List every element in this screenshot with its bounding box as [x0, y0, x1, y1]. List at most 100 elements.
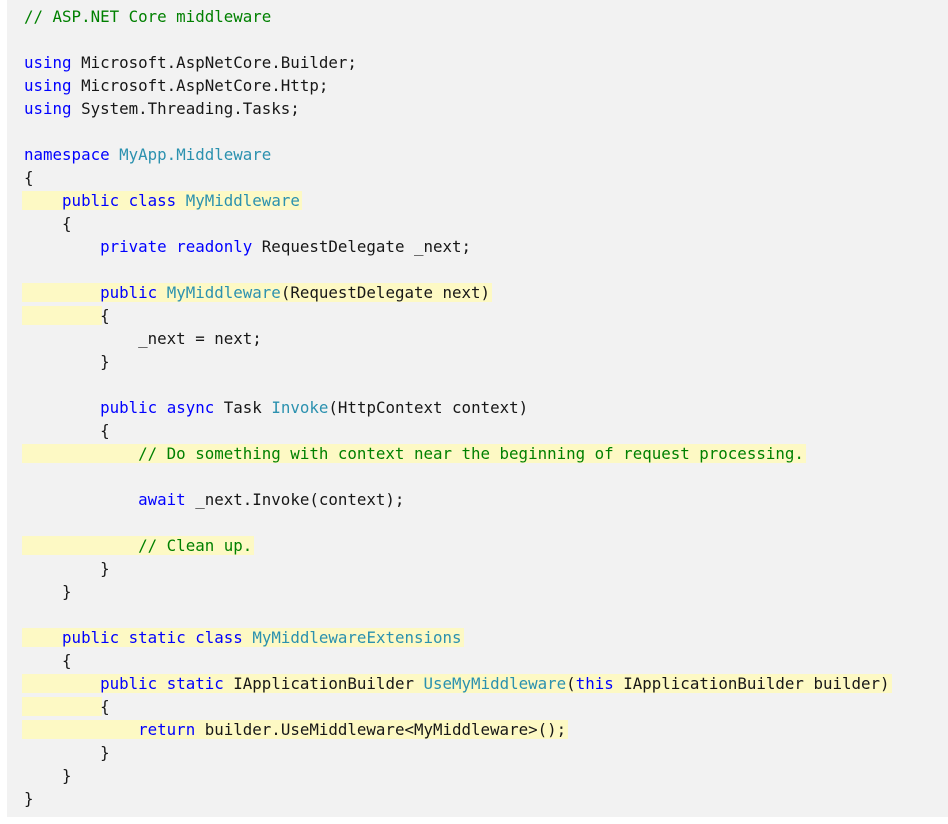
keyword-token: using: [24, 76, 72, 95]
code-token: RequestDelegate _next;: [252, 237, 472, 256]
code-token: {: [24, 214, 72, 233]
code-token: System.Threading.Tasks;: [71, 99, 300, 118]
code-line: [24, 603, 948, 626]
code-line: using System.Threading.Tasks;: [24, 97, 948, 120]
code-line: namespace MyApp.Middleware: [24, 143, 948, 166]
code-line: public static class MyMiddlewareExtensio…: [22, 626, 948, 649]
code-token: {: [100, 306, 110, 325]
keyword-token: namespace: [24, 145, 110, 164]
code-token: [24, 674, 100, 693]
keyword-token: public: [100, 398, 158, 417]
code-line: [24, 28, 948, 51]
keyword-token: public: [62, 191, 120, 210]
code-token: Microsoft.AspNetCore.Builder;: [71, 53, 357, 72]
code-token: [167, 237, 177, 256]
code-line: }: [24, 580, 948, 603]
code-line: {: [24, 166, 948, 189]
code-token: [119, 191, 129, 210]
code-line: await _next.Invoke(context);: [24, 488, 948, 511]
code-line: public static IApplicationBuilder UseMyM…: [22, 672, 948, 695]
code-token: [24, 444, 138, 463]
code-line: {: [22, 695, 948, 718]
code-token: [24, 306, 100, 325]
code-token: [157, 398, 167, 417]
keyword-token: await: [138, 490, 186, 509]
code-token: IApplicationBuilder: [223, 674, 424, 693]
code-line: public async Task Invoke(HttpContext con…: [24, 396, 948, 419]
comment-token: // Clean up.: [138, 536, 253, 555]
code-token: IApplicationBuilder builder): [613, 674, 890, 693]
code-token: builder.UseMiddleware<MyMiddleware>();: [195, 720, 567, 739]
code-token: [24, 697, 100, 716]
code-token: [24, 490, 138, 509]
code-line: _next = next;: [24, 327, 948, 350]
code-token: (HttpContext context): [328, 398, 529, 417]
keyword-token: readonly: [176, 237, 253, 256]
code-token: }: [24, 743, 110, 762]
code-token: _next = next;: [24, 329, 262, 348]
code-token: }: [24, 559, 110, 578]
highlight-mark: public static class MyMiddlewareExtensio…: [22, 628, 464, 647]
type-token: MyMiddleware: [185, 191, 300, 210]
code-token: [24, 720, 138, 739]
keyword-token: static: [166, 674, 224, 693]
highlight-mark: // Clean up.: [22, 536, 255, 555]
type-token: UseMyMiddleware: [423, 674, 567, 693]
code-token: _next.Invoke(context);: [185, 490, 405, 509]
code-token: Microsoft.AspNetCore.Http;: [71, 76, 329, 95]
code-token: {: [24, 168, 34, 187]
code-token: [24, 628, 62, 647]
code-line: using Microsoft.AspNetCore.Builder;: [24, 51, 948, 74]
highlight-mark: [22, 697, 103, 716]
keyword-token: class: [128, 191, 177, 210]
type-token: MyMiddleware: [166, 283, 281, 302]
code-token: [24, 536, 138, 555]
code-line: {: [24, 212, 948, 235]
code-token: Task: [214, 398, 272, 417]
type-token: Invoke: [271, 398, 329, 417]
code-line: }: [24, 557, 948, 580]
highlight-mark: public class MyMiddleware: [22, 191, 302, 210]
code-line: public MyMiddleware(RequestDelegate next…: [22, 281, 948, 304]
code-line: // Do something with context near the be…: [22, 442, 948, 465]
code-line: {: [24, 649, 948, 672]
highlight-mark: public MyMiddleware(RequestDelegate next…: [22, 283, 493, 302]
highlight-mark: public static IApplicationBuilder UseMyM…: [22, 674, 892, 693]
code-line: private readonly RequestDelegate _next;: [24, 235, 948, 258]
highlight-mark: return builder.UseMiddleware<MyMiddlewar…: [22, 720, 569, 739]
code-line: [24, 511, 948, 534]
code-line: [24, 120, 948, 143]
code-token: [157, 283, 167, 302]
keyword-token: public: [62, 628, 120, 647]
code-token: [119, 628, 129, 647]
code-token: (RequestDelegate next): [280, 283, 491, 302]
code-token: [24, 237, 100, 256]
code-line: [24, 465, 948, 488]
code-line: [24, 258, 948, 281]
keyword-token: public: [100, 674, 158, 693]
highlight-mark: // Do something with context near the be…: [22, 444, 806, 463]
code-token: [176, 191, 186, 210]
keyword-token: class: [195, 628, 243, 647]
keyword-token: return: [138, 720, 196, 739]
keyword-token: async: [166, 398, 215, 417]
code-line: }: [24, 787, 948, 810]
code-token: }: [24, 789, 34, 808]
code-token: [186, 628, 196, 647]
code-block[interactable]: // ASP.NET Core middleware using Microsof…: [7, 0, 948, 817]
code-token: (: [566, 674, 576, 693]
comment-token: // Do something with context near the be…: [138, 444, 804, 463]
code-line: return builder.UseMiddleware<MyMiddlewar…: [22, 718, 948, 741]
code-token: }: [24, 352, 110, 371]
code-line: {: [22, 304, 948, 327]
code-line: }: [24, 741, 948, 764]
keyword-token: public: [100, 283, 158, 302]
code-line: // Clean up.: [22, 534, 948, 557]
code-token: [157, 674, 167, 693]
code-line: // ASP.NET Core middleware: [24, 5, 948, 28]
keyword-token: private: [100, 237, 167, 256]
code-line: {: [24, 419, 948, 442]
code-line: [24, 373, 948, 396]
code-line: using Microsoft.AspNetCore.Http;: [24, 74, 948, 97]
code-line: }: [24, 350, 948, 373]
